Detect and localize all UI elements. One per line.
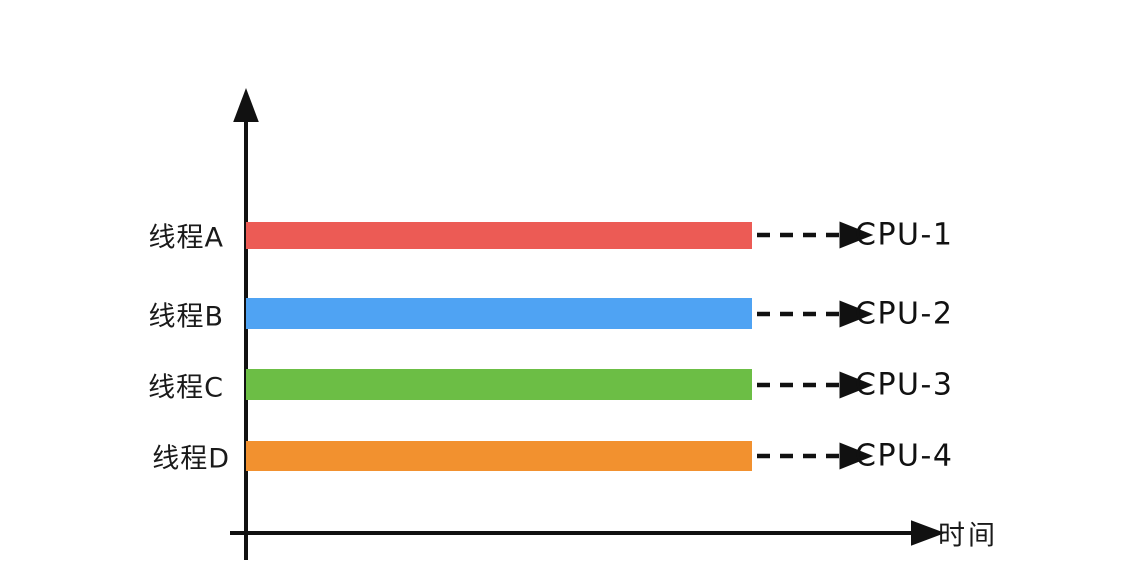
bar-线程A xyxy=(246,222,752,249)
cpu-label-1: CPU-1 xyxy=(855,217,954,253)
bars-group xyxy=(246,222,752,471)
thread-label-4: 线程D xyxy=(152,443,230,475)
thread-label-1: 线程A xyxy=(148,222,224,254)
dashed-arrows-group xyxy=(757,221,874,470)
cpu-label-2: CPU-2 xyxy=(855,296,954,332)
thread-label-2: 线程B xyxy=(148,301,224,333)
bar-线程C xyxy=(246,369,752,400)
bar-线程B xyxy=(246,298,752,329)
cpu-label-3: CPU-3 xyxy=(855,367,954,403)
thread-label-3: 线程C xyxy=(148,372,224,404)
bar-线程D xyxy=(246,441,752,471)
cpu-label-4: CPU-4 xyxy=(855,438,954,474)
x-axis-label: 时间 xyxy=(938,520,998,552)
